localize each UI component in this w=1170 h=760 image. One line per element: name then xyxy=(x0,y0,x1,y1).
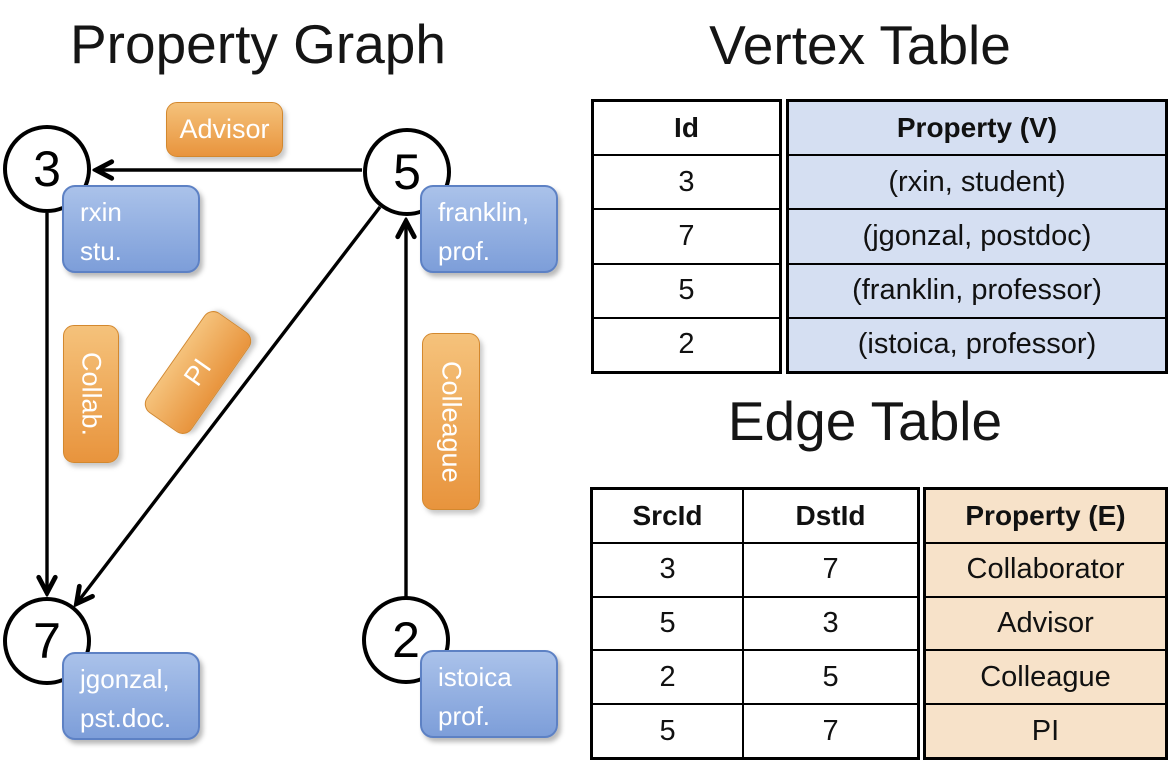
node-id-label: 2 xyxy=(392,612,420,668)
vertex-property-line: prof. xyxy=(438,236,491,266)
vertex-table-property-cell: (istoica, professor) xyxy=(789,316,1165,371)
edge-table-property-cell: Collaborator xyxy=(926,541,1165,596)
edge-table-id-columns: SrcId DstId 3 7 5 3 2 5 5 7 xyxy=(590,487,920,760)
vertex-property-box-istoica: istoica prof. xyxy=(420,650,558,738)
graph-node-5: 5 xyxy=(363,128,451,216)
edge-table-srcid-cell: 5 xyxy=(659,714,676,747)
vertex-table-id-header: Id xyxy=(674,112,699,144)
edge-table-dstid-cell: 3 xyxy=(742,597,917,650)
edge-label-pi: PI xyxy=(140,306,256,439)
edge-table-dstid-header: DstId xyxy=(742,490,917,542)
vertex-table-property-cell: (rxin, student) xyxy=(789,154,1165,208)
edge-label-collab: Collab. xyxy=(63,325,119,463)
vertex-property-line: stu. xyxy=(80,236,122,266)
vertex-table-title: Vertex Table xyxy=(709,14,1011,76)
vertex-property-line: franklin, xyxy=(438,197,530,227)
edge-table-title: Edge Table xyxy=(727,390,1003,452)
node-id-label: 7 xyxy=(33,613,61,669)
vertex-property-line: jgonzal, xyxy=(80,664,170,694)
vertex-table-id-column: Id 3 7 5 2 xyxy=(591,99,782,374)
edge-table-dstid-cell: 5 xyxy=(742,651,917,704)
edge-table-dstid-cell: 7 xyxy=(742,705,917,757)
vertex-property-box-jgonzal: jgonzal, pst.doc. xyxy=(62,652,200,740)
graph-node-3: 3 xyxy=(3,125,91,213)
edge-table-srcid-cell: 5 xyxy=(659,606,676,639)
property-graph-title: Property Graph xyxy=(69,13,446,75)
edge-table-srcid-header: SrcId xyxy=(632,499,703,531)
edge-table-property-cell: Colleague xyxy=(926,649,1165,703)
vertex-table-property-cell: (jgonzal, postdoc) xyxy=(789,208,1165,262)
vertex-property-line: prof. xyxy=(438,701,491,731)
edge-label-colleague: Colleague xyxy=(422,333,480,510)
vertex-table-property-header: Property (V) xyxy=(896,112,1058,144)
edge-table-property-cell: Advisor xyxy=(926,595,1165,650)
vertex-table-id-cell: 2 xyxy=(594,316,779,371)
edge-label-advisor: Advisor xyxy=(166,102,283,157)
vertex-property-line: pst.doc. xyxy=(80,703,172,733)
vertex-property-box-franklin: franklin, prof. xyxy=(420,185,558,273)
edge-table-dstid-cell: 7 xyxy=(742,543,917,596)
vertex-table-property-column: Property (V) (rxin, student) (jgonzal, p… xyxy=(786,99,1168,374)
vertex-property-box-rxin: rxin stu. xyxy=(62,185,200,273)
vertex-table-id-cell: 3 xyxy=(594,154,779,208)
edge-table-property-column: Property (E) Collaborator Advisor Collea… xyxy=(923,487,1168,760)
node-id-label: 5 xyxy=(393,144,421,200)
vertex-property-line: rxin xyxy=(80,197,122,227)
vertex-table-id-cell: 7 xyxy=(594,208,779,262)
node-id-label: 3 xyxy=(33,141,61,197)
vertex-table-id-cell: 5 xyxy=(594,262,779,317)
edge-table-property-cell: PI xyxy=(926,703,1165,757)
vertex-property-line: istoica xyxy=(438,662,512,692)
edge-table-srcid-cell: 2 xyxy=(659,660,676,693)
edge-table-srcid-cell: 3 xyxy=(659,553,676,586)
edge-table-property-header: Property (E) xyxy=(965,499,1126,531)
vertex-table-property-cell: (franklin, professor) xyxy=(789,262,1165,317)
